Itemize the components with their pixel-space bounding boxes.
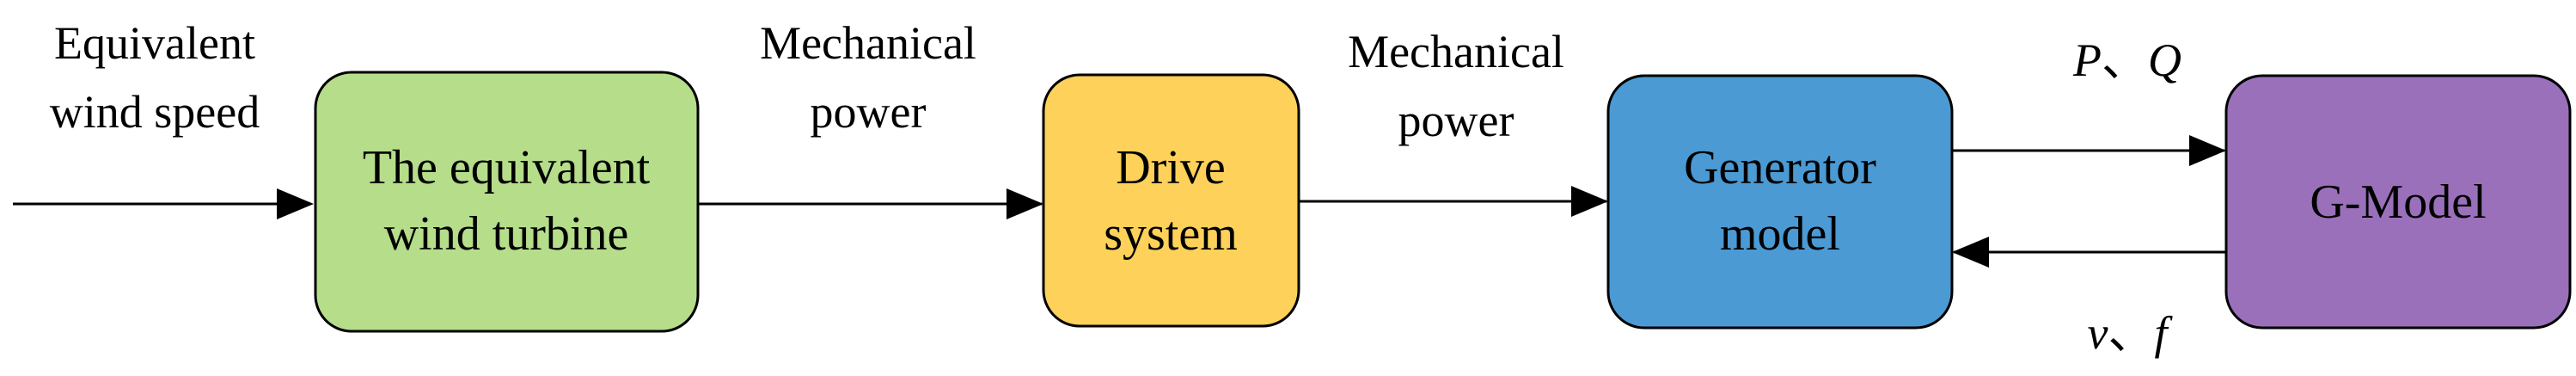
gmodel-block: G-Model xyxy=(2224,74,2572,330)
edge-label-pq-sep: 、 xyxy=(2102,34,2148,86)
drive-system-block: Drive system xyxy=(1042,73,1300,328)
edge-label-turbine-drive-line2: power xyxy=(811,86,927,138)
input-label: Equivalent wind speed xyxy=(50,17,260,138)
arrowhead-drive-generator xyxy=(1571,186,1608,217)
arrowhead-gmodel-generator xyxy=(1952,237,1989,268)
gmodel-box xyxy=(2224,74,2572,330)
generator-block: Generator model xyxy=(1606,74,1954,330)
edge-label-vf: v、f xyxy=(2088,307,2174,359)
edge-label-drive-generator: Mechanical power xyxy=(1348,26,1564,146)
gmodel-label: G-Model xyxy=(2310,176,2486,229)
wind-turbine-line1: The equivalent xyxy=(363,141,651,194)
drive-system-line2: system xyxy=(1104,207,1238,261)
edge-label-turbine-drive: Mechanical power xyxy=(760,17,976,138)
edge-label-drive-generator-line2: power xyxy=(1398,95,1514,146)
edge-label-pq-var1: P xyxy=(2072,34,2102,86)
edge-label-drive-generator-line1: Mechanical xyxy=(1348,26,1564,77)
wind-turbine-line2: wind turbine xyxy=(384,207,629,261)
edge-label-pq: P、Q xyxy=(2072,34,2181,86)
drive-system-box xyxy=(1042,73,1300,328)
edge-label-vf-var1: v xyxy=(2088,307,2108,359)
input-label-line1: Equivalent xyxy=(54,17,255,69)
edge-label-turbine-drive-line1: Mechanical xyxy=(760,17,976,69)
generator-line2: model xyxy=(1720,207,1840,261)
arrowhead-turbine-drive xyxy=(1007,188,1043,219)
wind-turbine-block: The equivalent wind turbine xyxy=(314,71,700,333)
edge-label-pq-var2: Q xyxy=(2148,34,2181,86)
input-arrowhead xyxy=(277,188,314,219)
edge-label-vf-var2: f xyxy=(2154,307,2173,359)
edge-label-vf-sep: 、 xyxy=(2108,307,2154,359)
wind-turbine-box xyxy=(314,71,700,333)
input-label-line2: wind speed xyxy=(50,86,260,138)
drive-system-line1: Drive xyxy=(1116,141,1226,194)
generator-box xyxy=(1606,74,1954,330)
generator-line1: Generator xyxy=(1684,141,1876,194)
arrowhead-generator-gmodel xyxy=(2189,135,2226,166)
